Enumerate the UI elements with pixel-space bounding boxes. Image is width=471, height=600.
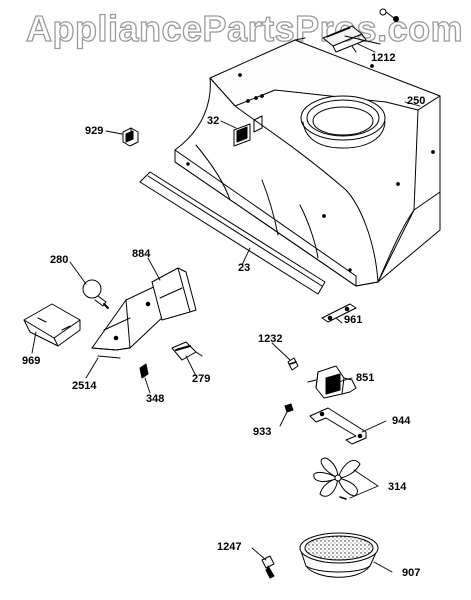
callout-279: 279 [192, 373, 211, 385]
callout-961: 961 [344, 314, 363, 326]
part-23-front-trim-strip [139, 171, 326, 295]
leader-lines [31, 43, 421, 573]
callout-884: 884 [132, 248, 151, 260]
part-933-nut [284, 403, 294, 413]
callout-1212: 1212 [371, 52, 396, 64]
callout-32: 32 [207, 115, 220, 127]
callout-1232: 1232 [258, 333, 283, 345]
part-969-lens-cover [23, 303, 81, 347]
callout-929: 929 [85, 125, 104, 137]
part-929-switch-knob [122, 127, 139, 147]
part-1232-capacitor-clip [287, 357, 299, 371]
callout-969: 969 [22, 355, 41, 367]
callout-280: 280 [50, 254, 69, 266]
part-279-lamp-socket [171, 341, 203, 361]
callout-944: 944 [392, 415, 411, 427]
callout-933: 933 [253, 426, 272, 438]
part-2514-socket-bracket [91, 283, 167, 359]
callout-314: 314 [388, 481, 407, 493]
part-280-light-bulb [82, 279, 109, 309]
callout-348: 348 [146, 393, 165, 405]
part-851-fan-motor [307, 365, 357, 399]
callout-2514: 2514 [72, 380, 97, 392]
callout-851: 851 [356, 372, 375, 384]
part-1212-damper-bracket [322, 8, 399, 53]
watermark: AppliancePartsPros.com [25, 7, 464, 49]
part-961-screw-clip [321, 303, 357, 323]
part-907-charcoal-filter [299, 532, 379, 578]
part-1247-thumb-screw [261, 555, 275, 579]
callout-1247: 1247 [217, 541, 242, 553]
callout-907: 907 [402, 567, 421, 579]
part-348-clip [139, 363, 149, 379]
callout-23: 23 [238, 262, 251, 274]
part-884-lamp-shield [151, 267, 197, 321]
callout-250: 250 [407, 95, 426, 107]
part-944-motor-bracket [309, 407, 367, 445]
part-314-fan-blade [313, 457, 361, 500]
part-250-range-hood-housing [174, 37, 441, 287]
